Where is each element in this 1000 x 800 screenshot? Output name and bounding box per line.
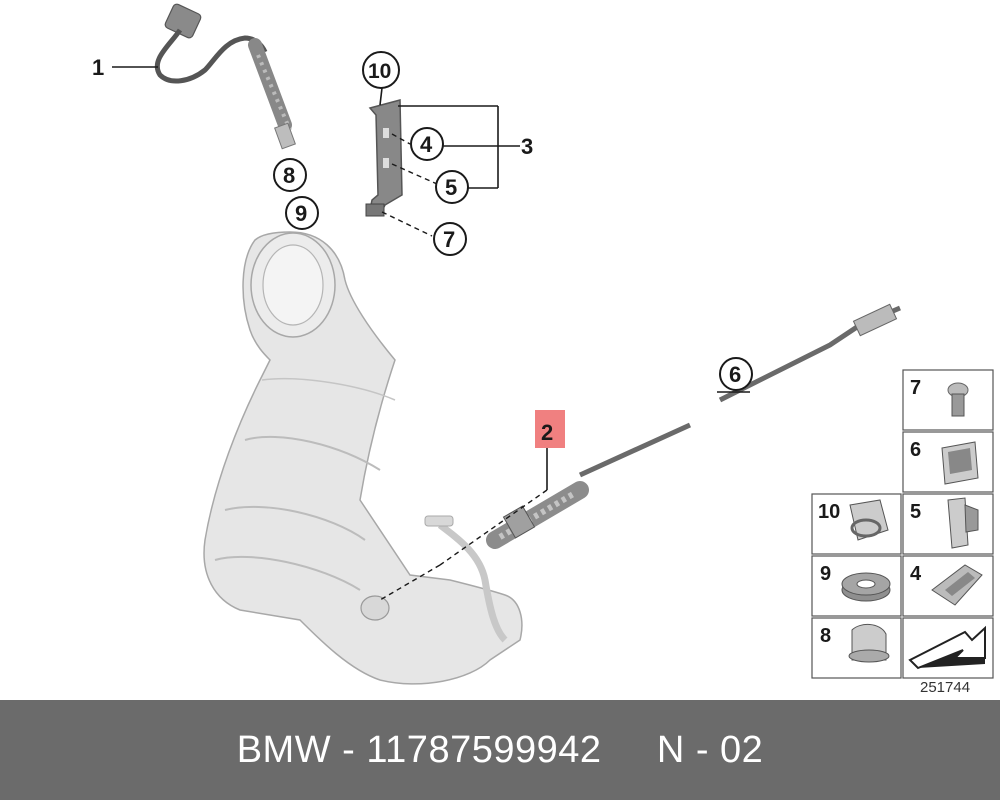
svg-text:9: 9 [820, 563, 831, 585]
oxygen-sensor-icon [486, 303, 901, 549]
svg-text:10: 10 [818, 501, 840, 523]
footer-gap [602, 729, 657, 772]
svg-text:5: 5 [445, 175, 457, 200]
washer-icon [841, 572, 891, 602]
clip-icon [947, 497, 979, 549]
ref-code: N - 02 [656, 728, 764, 771]
legend-item-9: 9 [820, 563, 891, 602]
svg-text:6: 6 [910, 439, 921, 461]
svg-text:4: 4 [910, 563, 922, 585]
callout-3: 3 [521, 134, 533, 159]
callout-2: 2 [535, 410, 565, 448]
svg-text:9: 9 [295, 201, 307, 226]
clip-icon [941, 441, 979, 485]
legend-item-6: 6 [910, 439, 979, 485]
bolt-icon [947, 382, 969, 417]
diagram-id: 251744 [920, 679, 970, 696]
svg-text:7: 7 [910, 377, 921, 399]
svg-text:8: 8 [820, 625, 831, 647]
clamp-icon [849, 499, 889, 541]
svg-text:7: 7 [443, 227, 455, 252]
callout-5: 5 [435, 170, 469, 204]
callout-9: 9 [285, 196, 319, 230]
svg-text:8: 8 [283, 163, 295, 188]
svg-text:3: 3 [521, 134, 533, 159]
svg-text:10: 10 [368, 60, 391, 83]
legend-item-4: 4 [910, 563, 983, 606]
legend-item-5: 5 [910, 497, 979, 549]
svg-text:5: 5 [910, 501, 921, 523]
catalytic-converter-icon [203, 231, 523, 685]
brand-label: BMW [236, 728, 332, 771]
svg-text:2: 2 [541, 420, 553, 445]
parts-legend: 7 6 10 5 [811, 369, 994, 696]
legend-item-7: 7 [910, 377, 969, 417]
callout-1: 1 [92, 55, 104, 80]
svg-text:4: 4 [420, 132, 433, 157]
callout-8: 8 [273, 158, 307, 192]
part-number-footer: BMW - 11787599942 N - 02 [0, 700, 1000, 800]
arrow-icon [908, 625, 986, 670]
oxygen-sensor-icon [155, 3, 296, 150]
legend-item-10: 10 [818, 499, 889, 541]
clamp-icon [848, 624, 890, 663]
callout-10: 10 [362, 51, 400, 89]
bracket-icon [365, 99, 403, 217]
legend-item-8: 8 [820, 624, 890, 663]
callout-6: 6 [719, 357, 753, 391]
part-number: 11787599942 [366, 728, 602, 771]
clip-icon [931, 564, 983, 606]
svg-text:6: 6 [729, 362, 741, 387]
footer-separator: - [331, 728, 367, 771]
callout-4: 4 [410, 127, 444, 161]
callout-7: 7 [433, 222, 467, 256]
parts-diagram: 1 2 3 4 5 6 7 8 9 10 [92, 3, 994, 696]
svg-text:1: 1 [92, 55, 104, 80]
